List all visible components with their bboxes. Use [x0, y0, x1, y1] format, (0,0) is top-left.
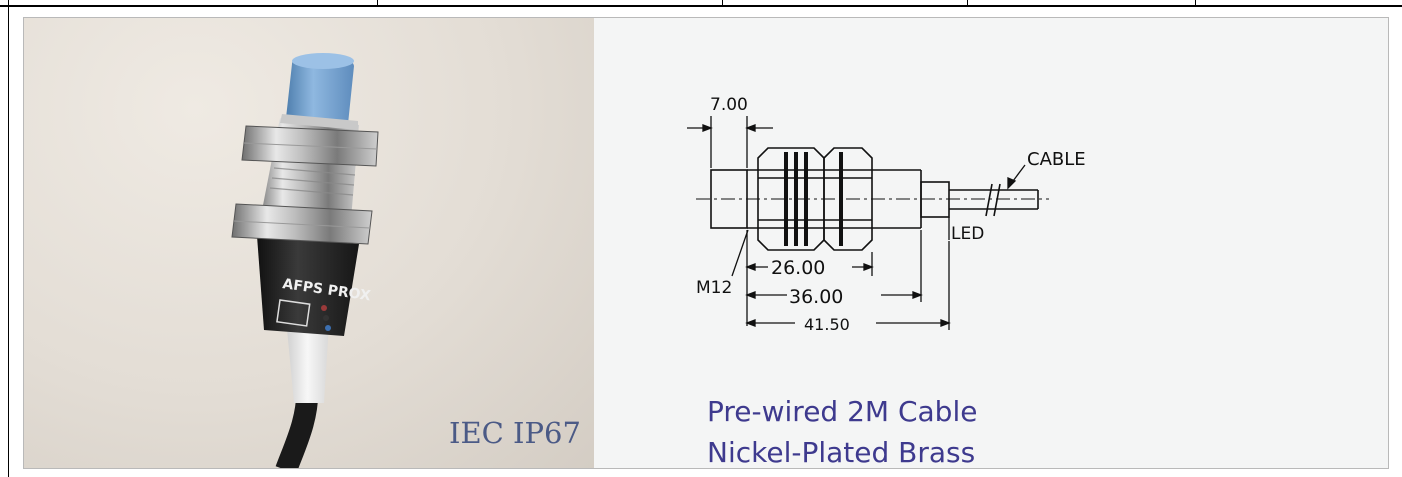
- sensor-photo: AFPS PROX IEC: [24, 18, 594, 468]
- product-image-panel: AFPS PROX IEC: [23, 17, 1389, 469]
- table-column-divider: [8, 0, 9, 7]
- table-column-divider: [1195, 0, 1196, 7]
- dimension-41-50: 41.50: [804, 315, 850, 334]
- caption-material: Nickel-Plated Brass: [707, 436, 976, 469]
- led-label: LED: [951, 224, 984, 244]
- table-column-divider: [722, 0, 723, 7]
- table-left-border: [8, 7, 9, 477]
- table-column-divider: [377, 0, 378, 7]
- dimension-drawing-area: [594, 18, 1388, 468]
- ip-rating-label: IEC IP67: [449, 416, 581, 450]
- dimension-7: 7.00: [710, 95, 748, 115]
- proximity-sensor-illustration: AFPS PROX: [231, 53, 379, 468]
- dimension-drawing: 7.00 CABLE LED M12 26.00: [687, 95, 1086, 334]
- cable-label: CABLE: [1027, 149, 1086, 170]
- caption-cable: Pre-wired 2M Cable: [707, 395, 978, 428]
- dimension-36: 36.00: [789, 286, 843, 308]
- table-column-divider: [967, 0, 968, 7]
- thread-size-label: M12: [696, 278, 732, 298]
- table-header-row: [0, 0, 1402, 7]
- dimension-26: 26.00: [771, 257, 825, 279]
